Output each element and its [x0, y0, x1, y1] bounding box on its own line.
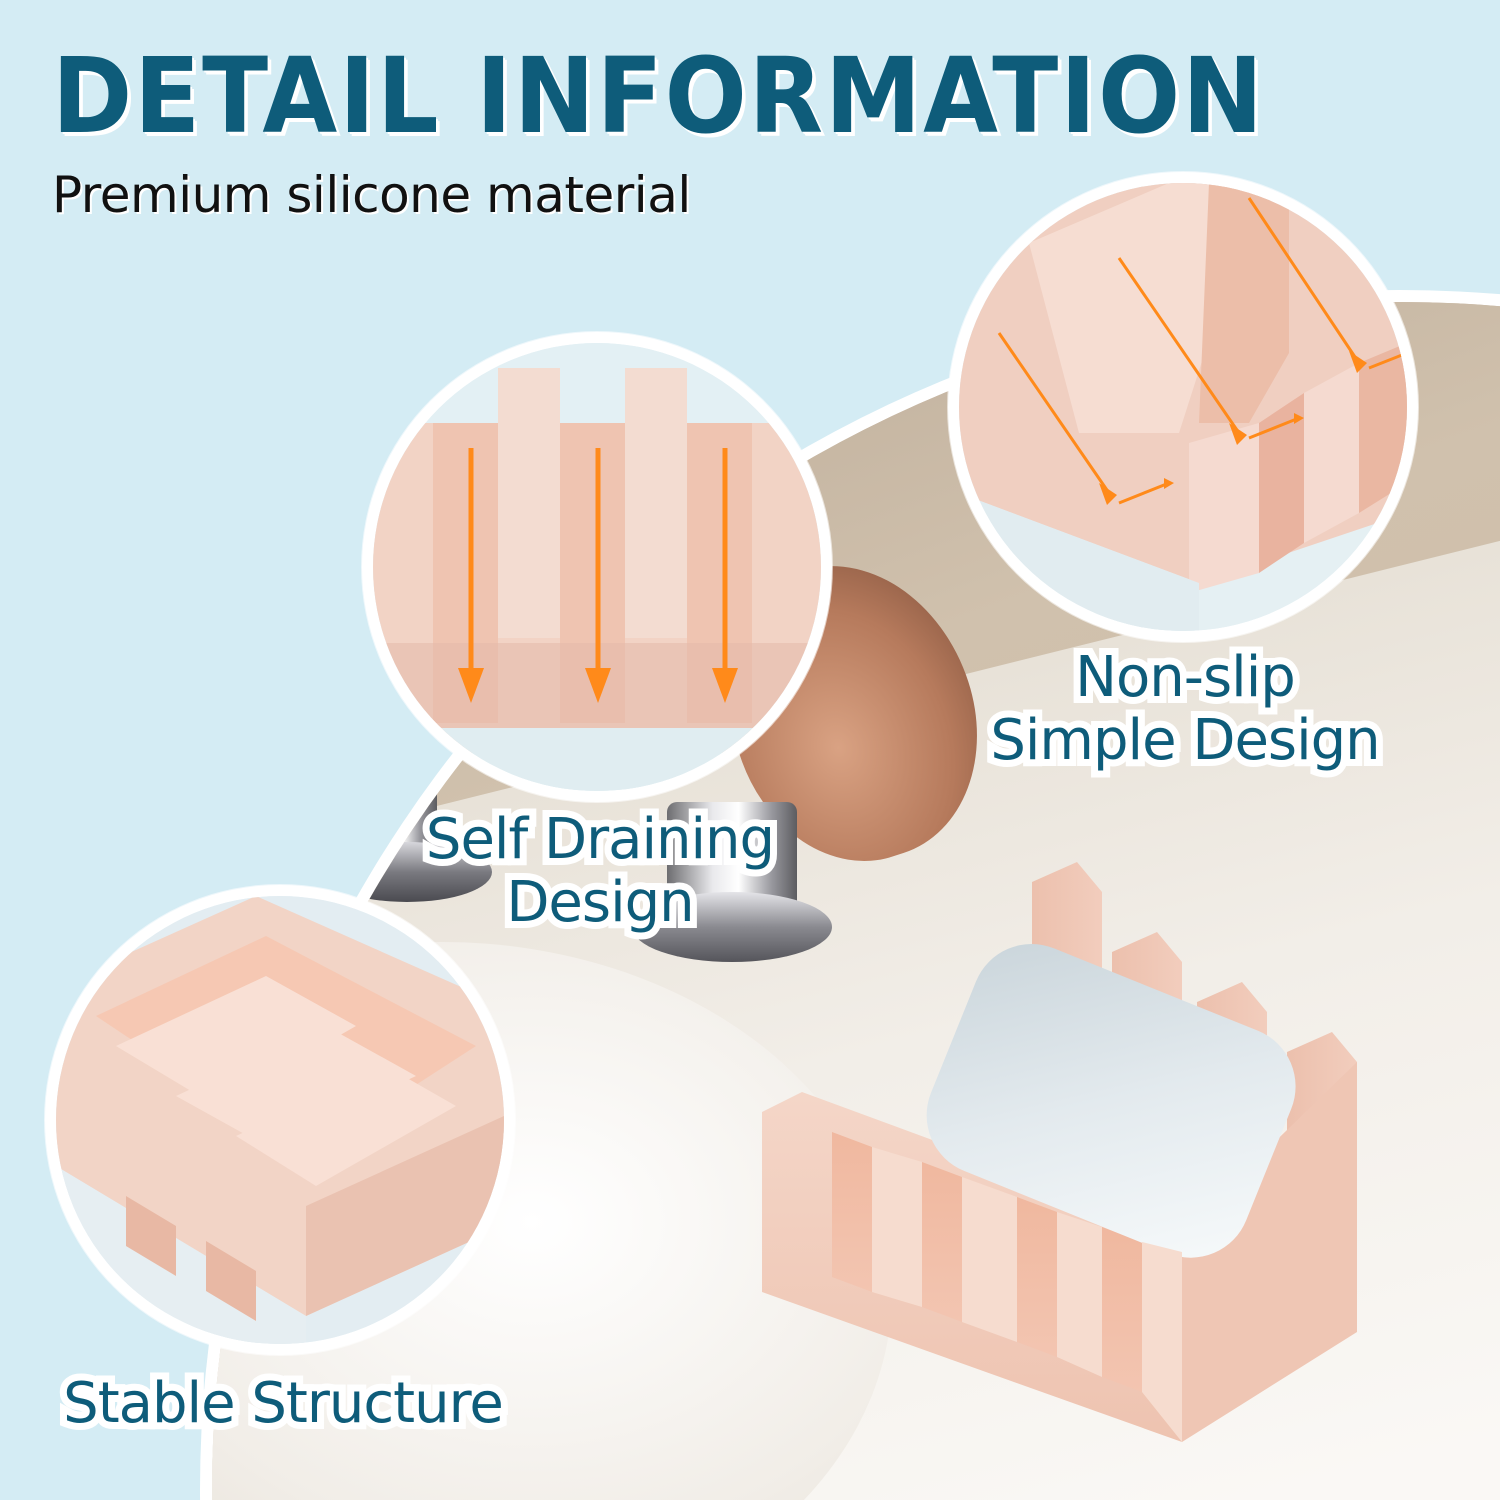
feature-label-non-slip: Non-slip Simple Design	[975, 639, 1395, 780]
arrow-down-icon	[585, 448, 611, 703]
feature-label-line1: Non-slip	[1068, 639, 1303, 717]
drain-grooves-illustration	[373, 343, 821, 791]
arrow-down-icon	[712, 448, 738, 703]
detail-circle-non-slip	[948, 172, 1418, 642]
faucet-base	[322, 842, 492, 902]
detail-circle-stable-structure	[45, 885, 515, 1355]
soap-dish-product	[762, 862, 1357, 1442]
page-title: DETAIL INFORMATION	[52, 35, 1265, 157]
underside-illustration	[56, 896, 504, 1344]
feature-label-stable-structure: Stable Structure	[38, 1365, 528, 1443]
feature-label-line2: Simple Design	[983, 702, 1387, 780]
feature-label-line2: Design	[499, 864, 701, 942]
feature-label-self-draining: Self Draining Design	[405, 801, 795, 942]
faucet-handle-base	[632, 892, 832, 962]
arrow-diagonal-icon	[997, 197, 1407, 505]
feature-label-line1: Stable Structure	[56, 1365, 511, 1443]
arrow-down-icon	[458, 448, 484, 703]
non-slip-ridges-illustration	[959, 183, 1407, 631]
detail-circle-self-draining	[362, 332, 832, 802]
stable-structure-closeup	[56, 896, 504, 1344]
non-slip-closeup	[959, 183, 1407, 631]
self-draining-closeup	[373, 343, 821, 791]
feature-label-line1: Self Draining	[419, 801, 782, 879]
page-subtitle: Premium silicone material	[52, 166, 691, 224]
